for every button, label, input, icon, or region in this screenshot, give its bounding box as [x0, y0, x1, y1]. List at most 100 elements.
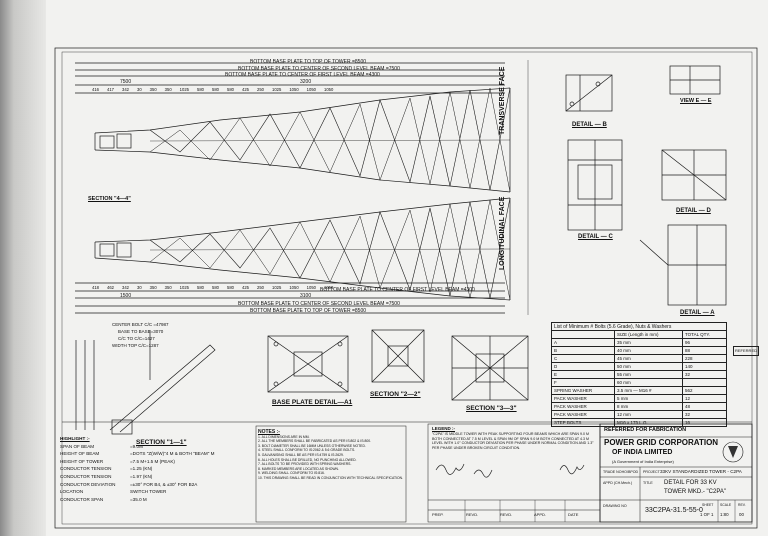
note-item: 4. STEEL SHALL CONFORM TO IS:2062 & 5.6 …: [258, 448, 356, 453]
bolt-schedule-size: 5 mm: [613, 394, 683, 403]
section-4-4-title: SECTION "4—4": [88, 196, 131, 202]
base-plate-sketch: [267, 335, 349, 393]
dim-bottom-cell-4: 350: [149, 285, 157, 290]
powergrid-logo: [728, 446, 738, 458]
referred-stamp: REFERRED: [733, 346, 760, 356]
highlight-row: HEIGHT OF BEAM=DOTS "Z(W/W)"4 M & BOTH "…: [60, 450, 215, 458]
longitudinal-face-label: LONGITUDINAL FACE: [499, 196, 506, 270]
dim-top-cell-3: 30: [137, 87, 142, 92]
highlight-value: =±30° FOR B4, & ±30° FOR B2A: [130, 481, 198, 487]
detail-a-sketch: [639, 224, 727, 306]
dim-bottom-cell-11: 250: [257, 285, 264, 290]
dim-top-cell-15: 1050: [323, 87, 334, 92]
company-name: POWER GRID CORPORATION: [604, 438, 719, 447]
sheet-label: SHEET: [702, 503, 714, 507]
dim-bottom-seg-a: 1500: [120, 293, 132, 299]
dim-bottom-cell-8: 580: [212, 285, 219, 290]
revision-header: APPD.: [534, 512, 547, 517]
highlight-value: =9.0M: [130, 443, 143, 449]
highlight-key: HEIGHT OF TOWER: [60, 458, 104, 464]
detail-a-title: DETAIL — A: [680, 310, 715, 316]
dim-bottom-cell-9: 580: [227, 285, 234, 290]
note-item: 5. GALVANISING SHALL BE AS PER IS:4759 &…: [258, 452, 344, 457]
highlight-value: =7.5 M+1.5 M (PEAK): [130, 458, 175, 464]
bolt-schedule-size: 8 mm: [613, 402, 683, 411]
centre-label-3: C/C TO C/C=1427: [118, 336, 155, 341]
dim-top-cell-6: 1025: [179, 87, 189, 92]
bolt-schedule-qty: [681, 378, 728, 387]
centre-label-1: CENTER BOLT C/C =47987: [112, 322, 169, 327]
highlight-value: =1.25 (KN): [130, 466, 153, 472]
detail-d-title: DETAIL — D: [676, 208, 711, 214]
bolt-schedule-size: M16 x 175 L.G.: [613, 418, 683, 427]
rev-value: 00: [739, 512, 744, 517]
dim-top-cell-10: 425: [242, 87, 249, 92]
notes-block: NOTES :- 1. ALL DIMENSIONS ARE IN MM.2. …: [258, 430, 404, 481]
dim-top-seg-a: 7500: [120, 79, 132, 85]
dim-bottom-seg-b: 3100: [300, 293, 312, 299]
scale-value: 1:80: [720, 512, 729, 517]
section-2-2-sketch: [371, 329, 425, 383]
bolt-schedule-mark: E: [551, 370, 615, 379]
revision-header: REVD.: [466, 512, 479, 517]
highlight-row: SPAN OF BEAM=9.0M: [60, 443, 215, 451]
scan-edge-shadow: [0, 0, 46, 536]
rev-label: REV.: [738, 503, 746, 507]
highlight-value: SWITCH TOWER: [130, 489, 167, 495]
dim-bottom-3: BOTTOM BASE PLATE TO TOP OF TOWER =8500: [250, 308, 367, 314]
dim-bottom-cell-13: 1050: [289, 285, 299, 290]
highlight-value: =35.0 M: [130, 496, 147, 502]
dim-top-cell-1: 417: [107, 87, 114, 92]
bolt-schedule-qty: 96: [681, 338, 728, 347]
bolt-schedule-mark: B: [551, 346, 615, 355]
dim-bottom-1: BOTTOM BASE PLATE TO CENTER OF FIRST LEV…: [320, 287, 475, 293]
dim-top-cell-7: 580: [197, 87, 204, 92]
dim-bottom-cell-3: 30: [137, 285, 142, 290]
bolt-schedule-size: 3.5 mm — M16 #: [613, 386, 683, 395]
legend-block: LEGEND :- "C2PA" IS MIDDLE TOWER WITH PE…: [432, 426, 600, 451]
centre-label-4: WIDTH TOP C/C=1287: [112, 343, 159, 348]
dim-bottom-cell-6: 1025: [179, 285, 189, 290]
highlight-row: CONDUCTOR SPAN=35.0 M: [60, 496, 215, 504]
dim-bottom-cell-7: 580: [197, 285, 204, 290]
highlight-key: LOCATION: [60, 489, 84, 495]
tb-left-2: APPD (CH.Mech.): [603, 481, 633, 485]
note-item: 6. ALL HOLES SHALL BE DRILLED, NO PUNCHI…: [258, 457, 357, 462]
dim-top-cell-9: 580: [227, 87, 234, 92]
dim-top-1: BOTTOM BASE PLATE TO TOP OF TOWER =8500: [250, 59, 367, 65]
dim-top-cell-5: 350: [164, 87, 172, 92]
drawing-no: 33C2PA-31.5-55-0: [645, 507, 703, 514]
dim-bottom-cell-2: 342: [122, 285, 129, 290]
transverse-face-label: TRANSVERSE FACE: [499, 66, 506, 135]
view-ee-sketch: [669, 65, 721, 95]
dim-bottom-cell-0: 418: [92, 285, 99, 290]
highlight-key: CONDUCTOR TENSION: [60, 473, 112, 479]
highlight-key: CONDUCTOR TENSION: [60, 466, 112, 472]
section-1-1-title: SECTION "1—1": [136, 439, 187, 446]
bolt-schedule-qty: 16: [681, 418, 728, 427]
bolt-schedule-size: 60 mm: [613, 378, 683, 387]
section-3-3-title: SECTION "3—3": [466, 405, 517, 412]
note-item: 7. ALL BOLTS TO BE PROVIDED WITH SPRING …: [258, 462, 352, 467]
bolt-schedule-size: 40 mm: [613, 346, 683, 355]
bolt-schedule-qty: 228: [681, 354, 728, 363]
bolt-schedule-size: 35 mm: [613, 338, 683, 347]
fabrication-stamp: REFERRED FOR FABRICATION: [604, 427, 687, 433]
dim-bottom-2: BOTTOM BASE PLATE TO CENTER OF SECOND LE…: [238, 301, 400, 307]
dim-top-3: BOTTOM BASE PLATE TO CENTER OF FIRST LEV…: [225, 72, 380, 78]
highlight-title: HIGHLIGHT :-: [60, 436, 90, 441]
detail-b-title: DETAIL — B: [572, 122, 607, 128]
bolt-schedule-mark: STEP BOLTS: [551, 418, 615, 427]
dim-top-cell-14: 1050: [306, 87, 316, 92]
detail-d-sketch: [661, 149, 727, 201]
bolt-schedule-size: 55 mm: [613, 370, 683, 379]
bolt-schedule-mark: SPRING WASHER: [551, 386, 615, 395]
bolt-schedule-mark: PACK WASHER: [551, 410, 615, 419]
bolt-schedule-mark: F: [551, 378, 615, 387]
view-ee-title: VIEW E — E: [680, 98, 712, 104]
